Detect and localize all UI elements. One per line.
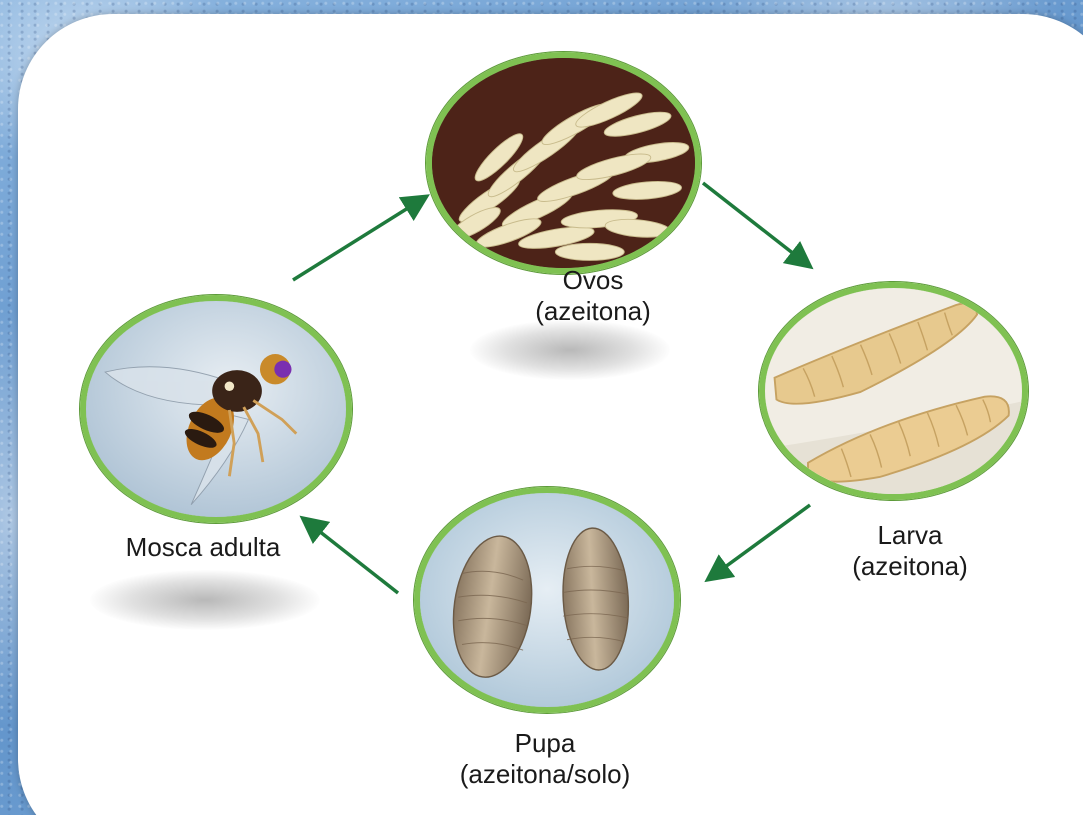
arrow-larva-to-pupa — [710, 505, 810, 578]
eggs-location: (azeitona) — [493, 296, 693, 327]
eggs-image — [426, 52, 701, 274]
adult-fly-image — [80, 295, 352, 523]
pupa-image — [414, 487, 680, 713]
pupa-label: Pupa (azeitona/solo) — [420, 728, 670, 790]
eggs-title: Ovos — [493, 265, 693, 296]
larva-image — [759, 282, 1028, 500]
pupa-title: Pupa — [420, 728, 670, 759]
pupa-location: (azeitona/solo) — [420, 759, 670, 790]
adult-title: Mosca adulta — [88, 532, 318, 563]
eggs-label: Ovos (azeitona) — [493, 265, 693, 327]
arrow-eggs-to-larva — [703, 183, 808, 265]
larva-label: Larva (azeitona) — [810, 520, 1010, 582]
arrow-adult-to-eggs — [293, 198, 424, 280]
adult-label: Mosca adulta — [88, 532, 318, 563]
larva-title: Larva — [810, 520, 1010, 551]
larva-location: (azeitona) — [810, 551, 1010, 582]
arrow-pupa-to-adult — [305, 520, 398, 593]
